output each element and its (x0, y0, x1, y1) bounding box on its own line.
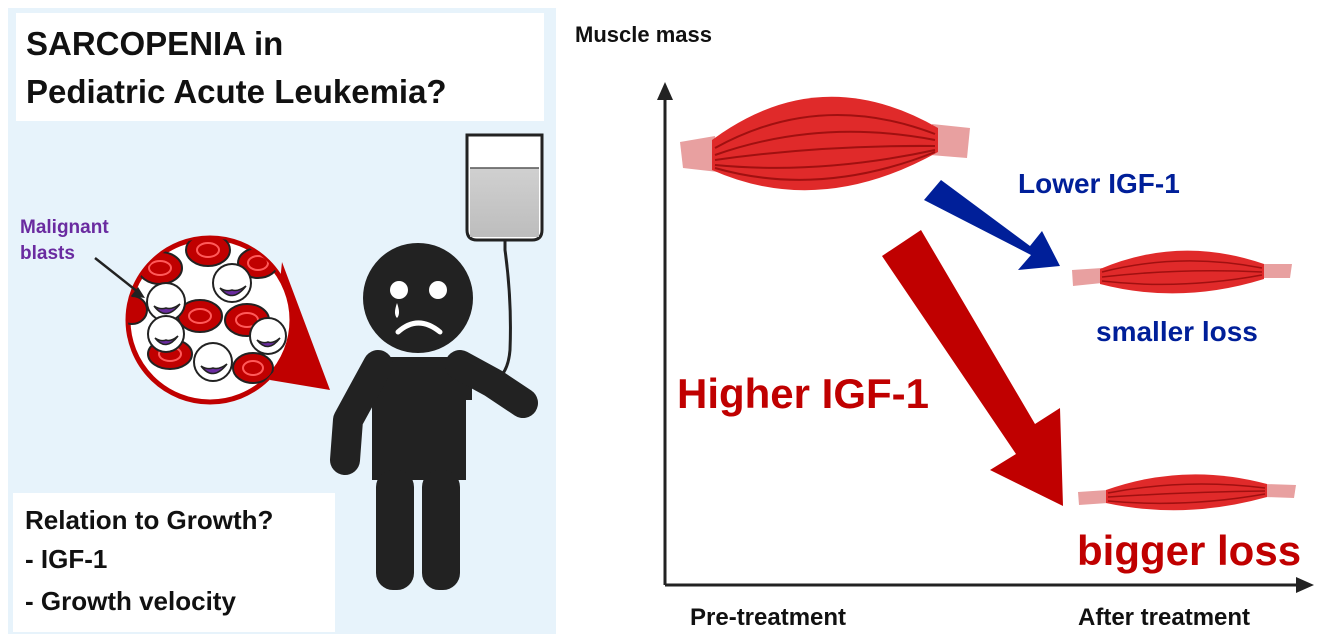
y-axis-label: Muscle mass (575, 22, 712, 47)
chart-axes (657, 82, 1314, 593)
blasts-pointer-arrow (94, 257, 145, 298)
muscle-pre-treatment-icon (680, 96, 970, 191)
higher-igf-label: Higher IGF-1 (677, 370, 930, 417)
blasts-label-line-1: Malignant (20, 217, 109, 238)
smaller-loss-label: smaller loss (1096, 316, 1258, 347)
title-line-2: Pediatric Acute Leukemia? (26, 73, 447, 110)
lower-igf-arrow (924, 180, 1060, 270)
muscle-bigger-loss-icon (1078, 474, 1296, 511)
malignant-blasts-label: Malignant blasts (20, 215, 109, 267)
muscle-smaller-loss-icon (1072, 250, 1292, 294)
sad-child-icon (330, 243, 538, 590)
bigger-loss-label: bigger loss (1077, 527, 1302, 574)
x-axis-label-after: After treatment (1078, 604, 1251, 631)
blood-cells-magnifier (125, 235, 295, 405)
x-axis-label-pre: Pre-treatment (690, 604, 847, 631)
higher-igf-arrow (882, 230, 1063, 506)
relation-heading: Relation to Growth? (25, 505, 274, 535)
title-box: SARCOPENIA in Pediatric Acute Leukemia? (16, 13, 544, 121)
blasts-label-line-2: blasts (20, 243, 75, 264)
iv-bag-icon (465, 133, 544, 384)
title-line-1: SARCOPENIA in (26, 25, 284, 62)
red-blood-cells (128, 238, 279, 384)
relation-item-igf: - IGF-1 (25, 544, 108, 574)
lower-igf-label: Lower IGF-1 (1018, 168, 1180, 199)
relation-box: Relation to Growth? - IGF-1 - Growth vel… (13, 493, 335, 632)
malignant-blast-cells (146, 263, 287, 382)
relation-item-growth-velocity: - Growth velocity (25, 586, 236, 616)
